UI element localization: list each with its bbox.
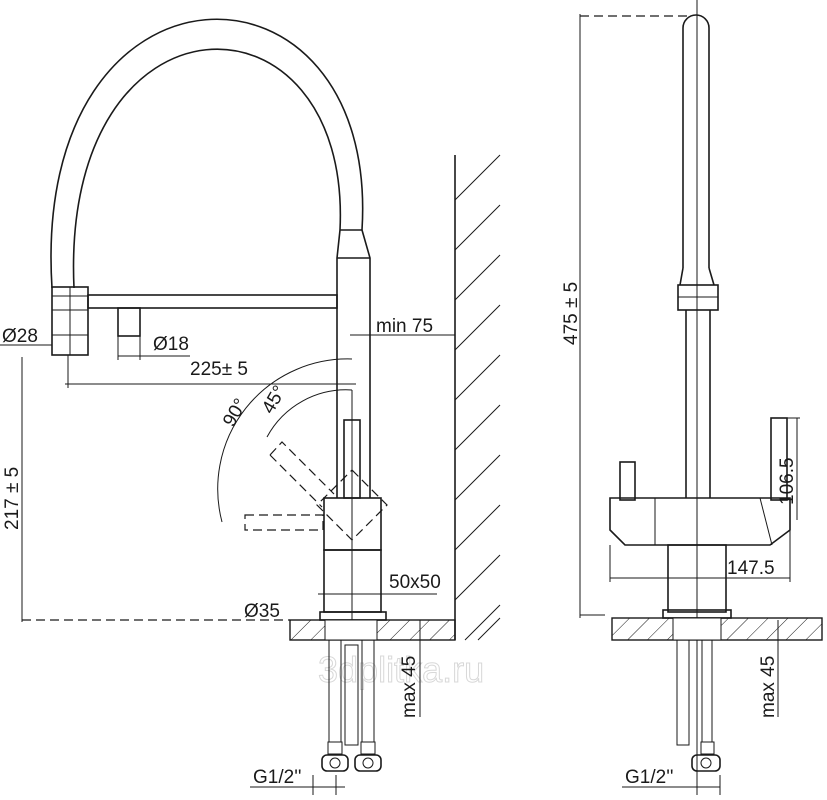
supply-hoses xyxy=(676,639,721,772)
dim-handle-height: 106.5 xyxy=(777,457,798,505)
nut-icon xyxy=(691,754,721,772)
base-flange xyxy=(319,611,387,621)
pull-down-hose xyxy=(50,18,364,289)
spout xyxy=(677,14,719,498)
countertop xyxy=(289,619,456,641)
nut-icon xyxy=(321,754,349,772)
spray-head xyxy=(51,286,89,356)
mixer-body xyxy=(244,390,388,621)
dim-angle-90: 90° xyxy=(219,395,252,430)
dim-connection: G1/2'' xyxy=(253,767,301,788)
dim-body-section: 50x50 xyxy=(389,572,441,593)
countertop xyxy=(611,617,823,641)
dim-counter-thickness: max 45 xyxy=(758,656,779,718)
dimension-lines xyxy=(579,14,800,795)
spout-column xyxy=(336,229,371,498)
dim-counter-thickness: max 45 xyxy=(399,656,420,718)
dim-base-diameter: Ø35 xyxy=(244,601,280,622)
dim-total-height: 475 ± 5 xyxy=(561,282,582,345)
dim-body-width: 147.5 xyxy=(727,558,775,579)
dim-nozzle-diameter: Ø18 xyxy=(153,334,189,355)
dim-connection: G1/2'' xyxy=(625,767,673,788)
dim-head-diameter: Ø28 xyxy=(2,326,38,347)
side-view: Ø28 Ø18 225± 5 min 75 90° 45° 217 ± 5 50… xyxy=(0,18,501,795)
dimension-lines xyxy=(0,334,455,795)
hot-handle xyxy=(770,417,788,501)
cold-handle xyxy=(619,461,636,501)
front-view: 475 ± 5 106.5 147.5 max 45 G1/2'' xyxy=(561,0,823,795)
dim-reach: 225± 5 xyxy=(190,359,248,380)
nozzle xyxy=(117,307,141,337)
dim-wall-clearance: min 75 xyxy=(376,316,433,337)
nut-icon xyxy=(354,754,382,772)
dim-height: 217 ± 5 xyxy=(2,467,23,530)
wall xyxy=(454,154,501,641)
holder-arm xyxy=(87,294,338,309)
dim-angle-45: 45° xyxy=(258,382,291,417)
supply-hoses xyxy=(321,639,382,772)
